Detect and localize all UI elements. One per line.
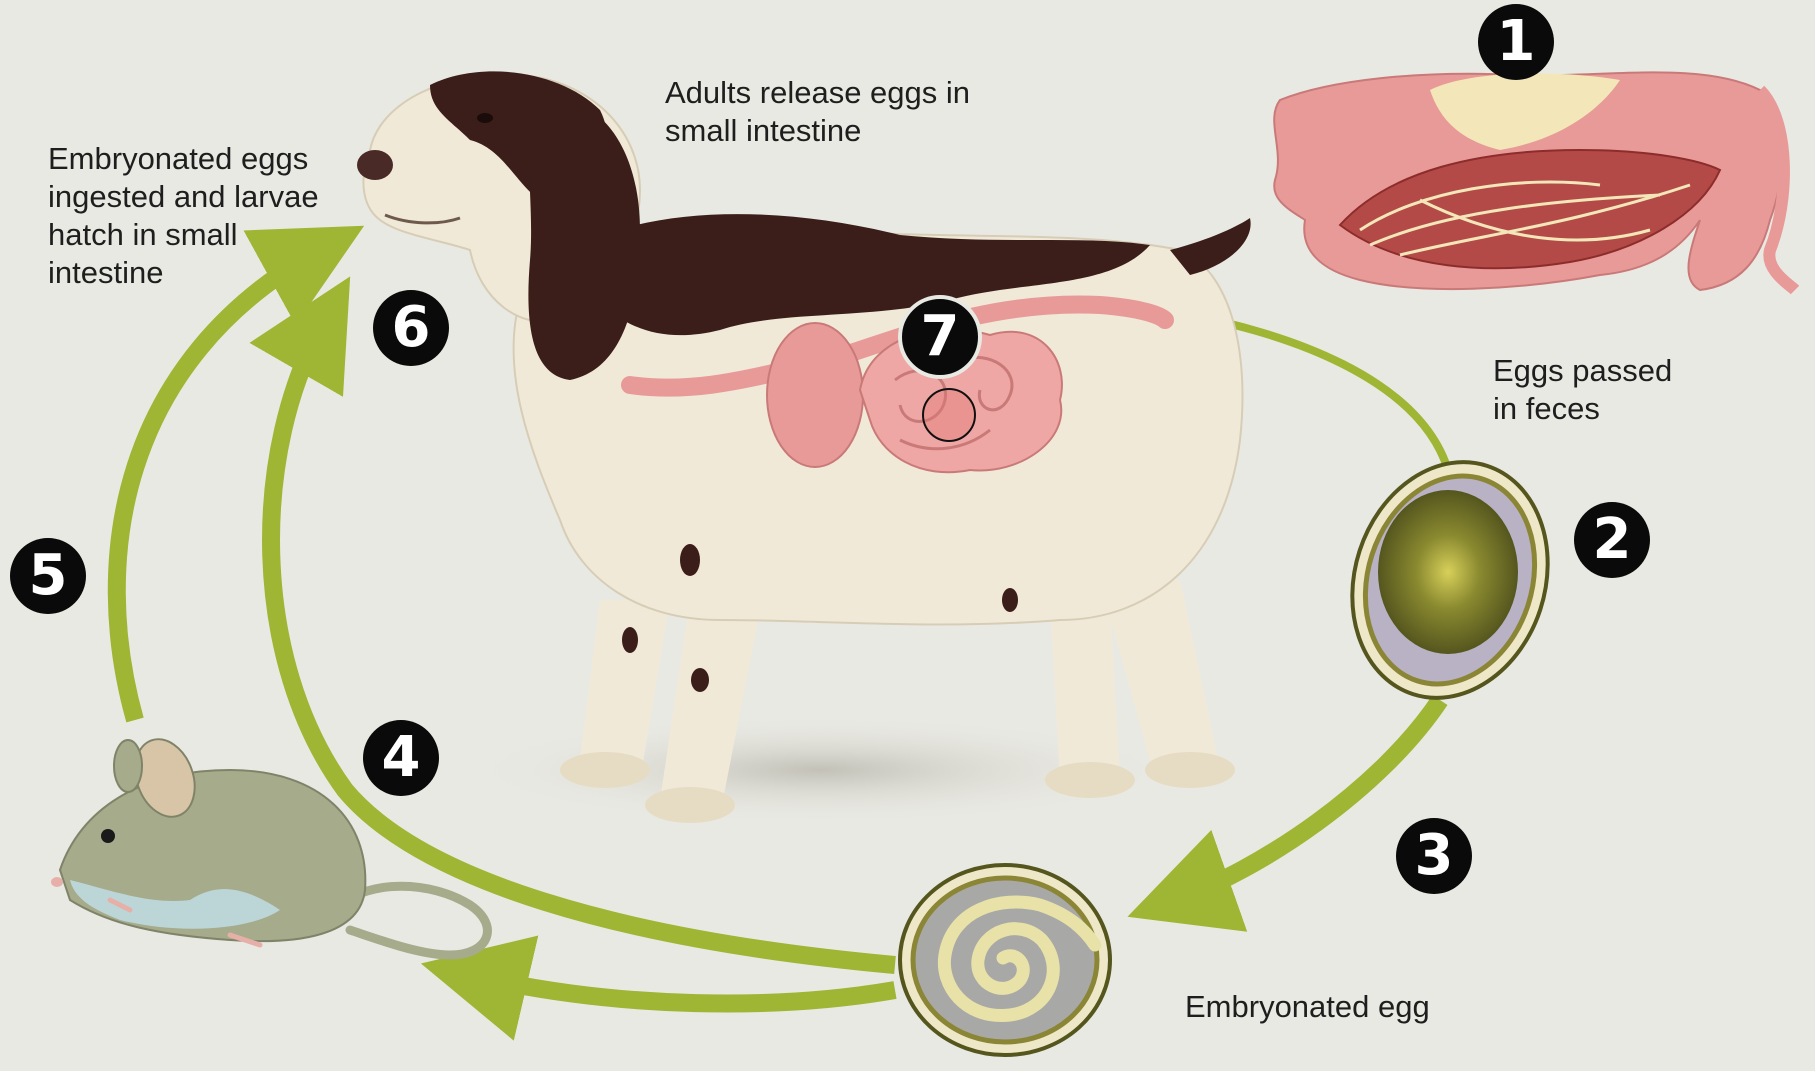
label-embryonated-egg: Embryonated egg — [1185, 989, 1430, 1024]
step-badge-4: 4 — [363, 720, 439, 796]
step-badge-7: 7 — [898, 295, 982, 379]
step-badge-3: 3 — [1396, 818, 1472, 894]
egg-illustration — [1350, 460, 1550, 700]
intestine-illustration — [1273, 71, 1800, 295]
label-eggs-passed-in-feces: Eggs passed in feces — [1493, 353, 1673, 426]
mouse-illustration — [51, 738, 492, 960]
label-adults-release-eggs: Adults release eggs in small intestine — [665, 75, 971, 148]
label-embryonated-eggs-ingested: Embryonated eggs ingested and larvae hat… — [48, 141, 319, 290]
embryonated-egg-illustration — [898, 863, 1112, 1057]
arrow-mouse-to-dog — [107, 225, 365, 723]
arrow-embryonated-to-dog — [249, 276, 896, 974]
dog-illustration — [357, 71, 1251, 825]
lifecycle-arrows — [107, 225, 1452, 1041]
step-badge-5: 5 — [10, 538, 86, 614]
arrow-embryonated-to-mouse — [420, 935, 897, 1041]
step-badge-1: 1 — [1478, 4, 1554, 80]
step-badge-6: 6 — [373, 290, 449, 366]
step-badge-2: 2 — [1574, 502, 1650, 578]
arrow-egg-to-embryonated — [1127, 695, 1448, 932]
